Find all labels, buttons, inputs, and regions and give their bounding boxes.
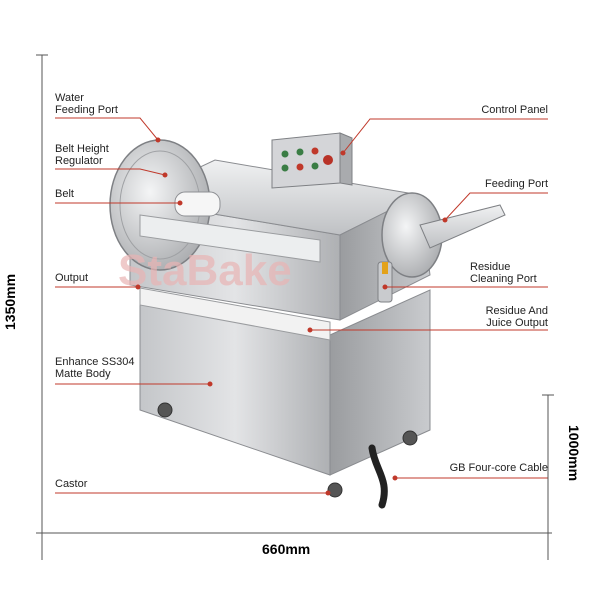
dim-width: 660mm: [262, 541, 311, 557]
belt-surface: [139, 214, 321, 263]
dim-height-total: 1350mm: [2, 273, 18, 330]
residue-handle-latch: [382, 262, 388, 274]
leader-lines: [55, 117, 548, 496]
label-residue-cleaning-port: Residue Cleaning Port: [470, 261, 537, 285]
label-belt: Belt: [55, 188, 74, 200]
control-buttons: [281, 147, 333, 172]
brand-watermark: StaBake: [118, 246, 292, 295]
label-enhance-body: Enhance SS304 Matte Body: [55, 356, 135, 380]
label-belt-height-regulator: Belt Height Regulator: [55, 143, 109, 167]
label-cable: GB Four-core Cable: [449, 462, 548, 474]
label-water-feeding-port: Water Feeding Port: [55, 92, 118, 116]
label-castor: Castor: [55, 478, 88, 490]
cabinet-side: [329, 289, 431, 476]
dim-height-body: 1000mm: [566, 425, 582, 482]
output-opening: [139, 287, 331, 341]
label-residue-juice-output: Residue And Juice Output: [485, 305, 548, 329]
power-cable: [368, 444, 388, 509]
label-control-panel: Control Panel: [481, 104, 548, 116]
label-feeding-port: Feeding Port: [485, 178, 548, 190]
label-output: Output: [55, 272, 89, 284]
castors: [157, 402, 418, 498]
control-box-side: [339, 132, 353, 186]
belt-roller: [174, 191, 221, 217]
feeding-tray: [419, 204, 506, 249]
dimension-lines: [36, 54, 554, 560]
